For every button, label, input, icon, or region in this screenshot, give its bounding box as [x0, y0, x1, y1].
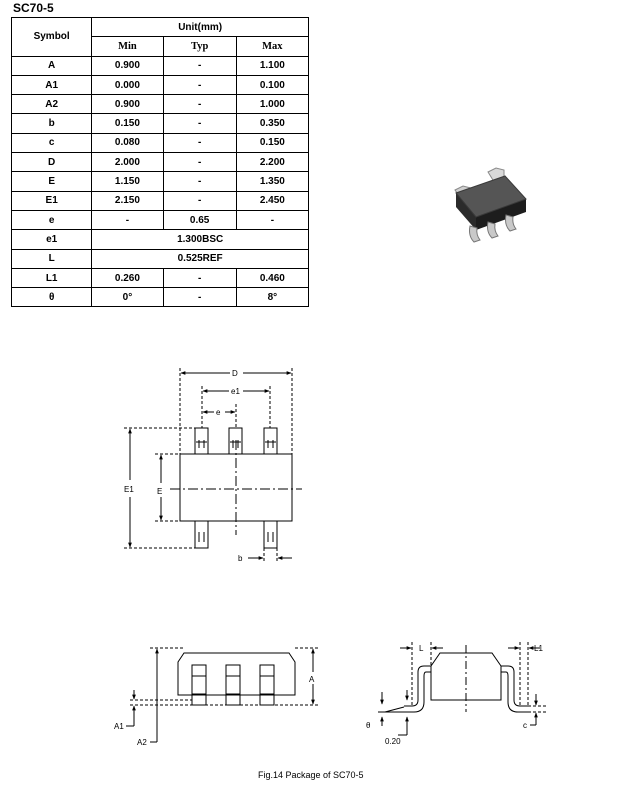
- dim-label-c: c: [523, 721, 527, 730]
- dim-label-a1: A1: [114, 722, 124, 731]
- dim-label-a: A: [309, 675, 315, 684]
- side-lead-1: [191, 664, 207, 706]
- dim-label-e1: e1: [231, 387, 240, 396]
- dim-label-l: L: [419, 644, 424, 653]
- end-view-drawing: [378, 642, 546, 736]
- dim-label-big-e: E: [157, 487, 162, 496]
- package-title: SC70-5: [13, 1, 54, 15]
- side-lead-3: [259, 664, 275, 706]
- bottom-lead-2: [263, 520, 278, 549]
- dim-label-l1: L1: [534, 644, 543, 653]
- dim-label-gauge: 0.20: [385, 737, 401, 746]
- typ-cell: -: [162, 287, 237, 308]
- dim-label-a2: A2: [137, 738, 147, 747]
- top-lead-2: [228, 427, 243, 455]
- max-cell: 8°: [235, 287, 310, 308]
- side-view-drawing: [126, 647, 320, 743]
- top-view-drawing: [124, 368, 302, 562]
- end-view-body: [430, 652, 502, 701]
- top-lead-1: [194, 427, 209, 455]
- top-lead-3: [263, 427, 278, 455]
- side-view-body: [177, 652, 296, 696]
- dim-label-d: D: [232, 369, 238, 378]
- end-lead-right: [501, 665, 528, 713]
- figure-caption: Fig.14 Package of SC70-5: [258, 770, 364, 780]
- dim-label-b: b: [238, 554, 243, 563]
- package-3d-image: [454, 167, 527, 243]
- table-header-row: Symbol Unit(mm): [10, 16, 309, 57]
- min-cell: 0°: [91, 287, 164, 308]
- side-lead-2: [225, 664, 241, 706]
- end-lead-left: [404, 665, 431, 713]
- dim-label-theta: θ: [366, 721, 371, 730]
- dim-label-e: e: [216, 408, 221, 417]
- symbol-header: Symbol: [10, 17, 93, 57]
- bottom-lead-1: [194, 520, 209, 549]
- dim-label-big-e1: E1: [124, 485, 134, 494]
